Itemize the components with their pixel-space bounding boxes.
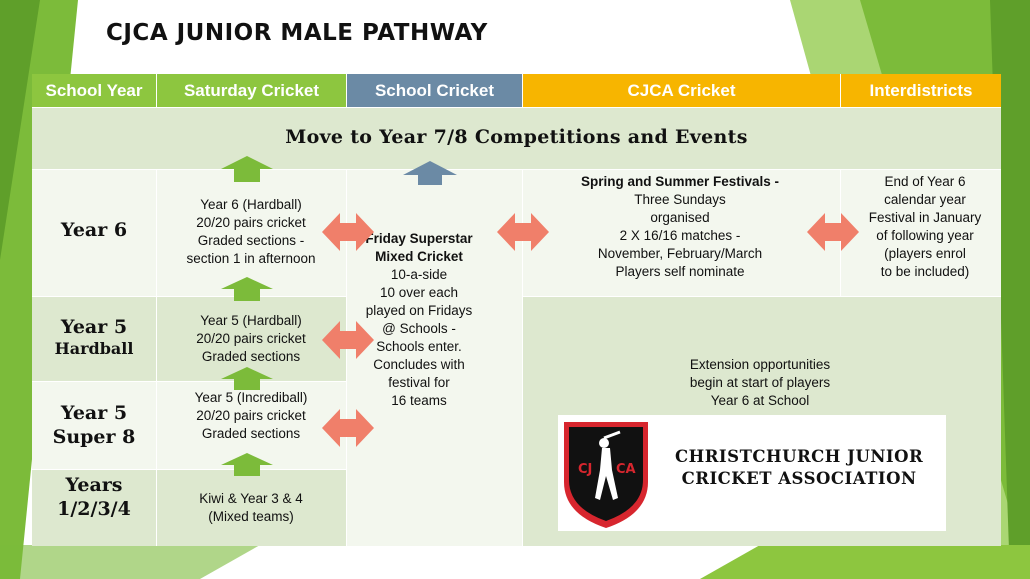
school-line: 10 over each	[379, 285, 459, 300]
school-cricket-text: Friday Superstar Mixed Cricket 10-a-side…	[360, 230, 478, 410]
extension-line: Year 6 at School	[710, 393, 810, 408]
logo-line1: CHRISTCHURCH JUNIOR	[675, 447, 924, 466]
header-cjca-cricket: CJCA Cricket	[522, 74, 840, 107]
double-arrow-icon	[807, 213, 859, 251]
interdistricts-line: (players enrol	[884, 246, 966, 261]
extension-line: begin at start of players	[689, 375, 831, 390]
double-arrow-icon	[322, 409, 374, 447]
saturday-year5-hardball-line: Graded sections	[201, 349, 301, 364]
logo-wordmark: CHRISTCHURCH JUNIOR CRICKET ASSOCIATION	[675, 446, 923, 490]
saturday-kiwi-line: Kiwi & Year 3 & 4	[199, 491, 303, 506]
row-label-year5-super8-line2: Super 8	[52, 426, 136, 448]
logo-badge-text-left: CJ	[578, 462, 592, 477]
cjca-line: Spring and Summer Festivals -	[580, 174, 780, 189]
saturday-year5-incrediball-line: Year 5 (Incrediball)	[194, 390, 308, 405]
double-arrow-icon	[497, 213, 549, 251]
up-arrow-icon	[403, 161, 457, 185]
saturday-year5-hardball-text: Year 5 (Hardball) 20/20 pairs cricket Gr…	[156, 312, 346, 366]
school-line: Friday Superstar	[365, 231, 473, 246]
saturday-year6-line: section 1 in afternoon	[186, 251, 316, 266]
row-year5-super8-label-cell	[32, 381, 156, 469]
school-line: Mixed Cricket	[375, 249, 463, 264]
banner-row	[32, 107, 1001, 169]
row-year6-interdistricts-cell	[840, 169, 1001, 296]
logo-line2: CRICKET ASSOCIATION	[681, 469, 917, 488]
double-arrow-icon	[322, 213, 374, 251]
school-cricket-cell	[346, 169, 522, 546]
header-interdistricts: Interdistricts	[840, 74, 1001, 107]
logo-badge-text-right: CA	[616, 462, 636, 477]
row-year5-hardball-saturday-cell	[156, 296, 346, 381]
row-label-years-1-4: Years 1/2/3/4	[32, 473, 156, 521]
cjca-festival-text: Spring and Summer Festivals - Three Sund…	[560, 173, 800, 281]
cjca-line: November, February/March	[597, 246, 763, 261]
up-arrow-icon	[221, 453, 273, 476]
banner-text: Move to Year 7/8 Competitions and Events	[285, 126, 748, 148]
interdistricts-line: calendar year	[884, 192, 966, 207]
extension-line: Extension opportunities	[689, 357, 831, 372]
interdistricts-line: to be included)	[880, 264, 970, 279]
school-line: @ Schools -	[382, 321, 456, 336]
school-line: played on Fridays	[365, 303, 473, 318]
school-line: 10-a-side	[390, 267, 448, 282]
extension-text: Extension opportunities begin at start o…	[640, 356, 880, 410]
up-arrow-icon	[221, 277, 273, 301]
row-label-year5-hardball-line2: Hardball	[54, 339, 134, 358]
row-year5-hardball-label-cell	[32, 296, 156, 381]
saturday-year5-hardball-line: Year 5 (Hardball)	[200, 313, 302, 328]
up-arrow-icon	[221, 367, 273, 390]
school-line: 16 teams	[391, 393, 447, 408]
interdistricts-line: Festival in January	[868, 210, 982, 225]
interdistricts-line: End of Year 6	[884, 174, 966, 189]
double-arrow-icon	[322, 321, 374, 359]
header-saturday-cricket: Saturday Cricket	[156, 74, 346, 107]
row-year5-super8-saturday-cell	[156, 381, 346, 469]
row-year6-cjca-cell	[522, 169, 840, 296]
saturday-year6-line: Year 6 (Hardball)	[200, 197, 302, 212]
saturday-kiwi-line: (Mixed teams)	[208, 509, 294, 524]
cjca-line: Three Sundays	[634, 192, 726, 207]
row-label-year5-super8-line1: Year 5	[60, 402, 128, 424]
interdistricts-text: End of Year 6 calendar year Festival in …	[850, 173, 1000, 281]
saturday-year6-line: Graded sections -	[197, 233, 305, 248]
row-years-1-4-label-cell	[32, 469, 156, 546]
saturday-year6-line: 20/20 pairs cricket	[196, 215, 306, 230]
interdistricts-line: of following year	[876, 228, 974, 243]
row-year6-label-cell	[32, 169, 156, 296]
cjca-line: organised	[650, 210, 710, 225]
page-title: CJCA JUNIOR MALE PATHWAY	[106, 20, 488, 46]
saturday-year5-incrediball-text: Year 5 (Incrediball) 20/20 pairs cricket…	[156, 389, 346, 443]
cjca-line: 2 X 16/16 matches -	[619, 228, 741, 243]
row-label-years-line2: 1/2/3/4	[57, 498, 131, 520]
row-label-year6: Year 6	[60, 219, 128, 241]
header-school-cricket: School Cricket	[346, 74, 522, 107]
cjca-shield-logo: CJ CA	[564, 422, 648, 528]
row-label-year5-hardball-line1: Year 5	[60, 316, 128, 338]
row-label-years-line1: Years	[65, 474, 123, 496]
saturday-year5-incrediball-line: 20/20 pairs cricket	[196, 408, 306, 423]
school-line: festival for	[388, 375, 450, 390]
cjca-line: Players self nominate	[615, 264, 745, 279]
up-arrow-icon	[221, 156, 273, 182]
header-school-year: School Year	[32, 74, 156, 107]
row-label-year5-super8: Year 5 Super 8	[32, 401, 156, 449]
saturday-year5-incrediball-line: Graded sections	[201, 426, 301, 441]
row-label-year5-hardball: Year 5 Hardball	[32, 316, 156, 360]
saturday-year5-hardball-line: 20/20 pairs cricket	[196, 331, 306, 346]
row-years-1-4-saturday-cell	[156, 469, 346, 546]
school-line: Schools enter.	[376, 339, 462, 354]
saturday-year6-text: Year 6 (Hardball) 20/20 pairs cricket Gr…	[156, 196, 346, 268]
school-line: Concludes with	[373, 357, 465, 372]
saturday-kiwi-text: Kiwi & Year 3 & 4 (Mixed teams)	[156, 490, 346, 526]
